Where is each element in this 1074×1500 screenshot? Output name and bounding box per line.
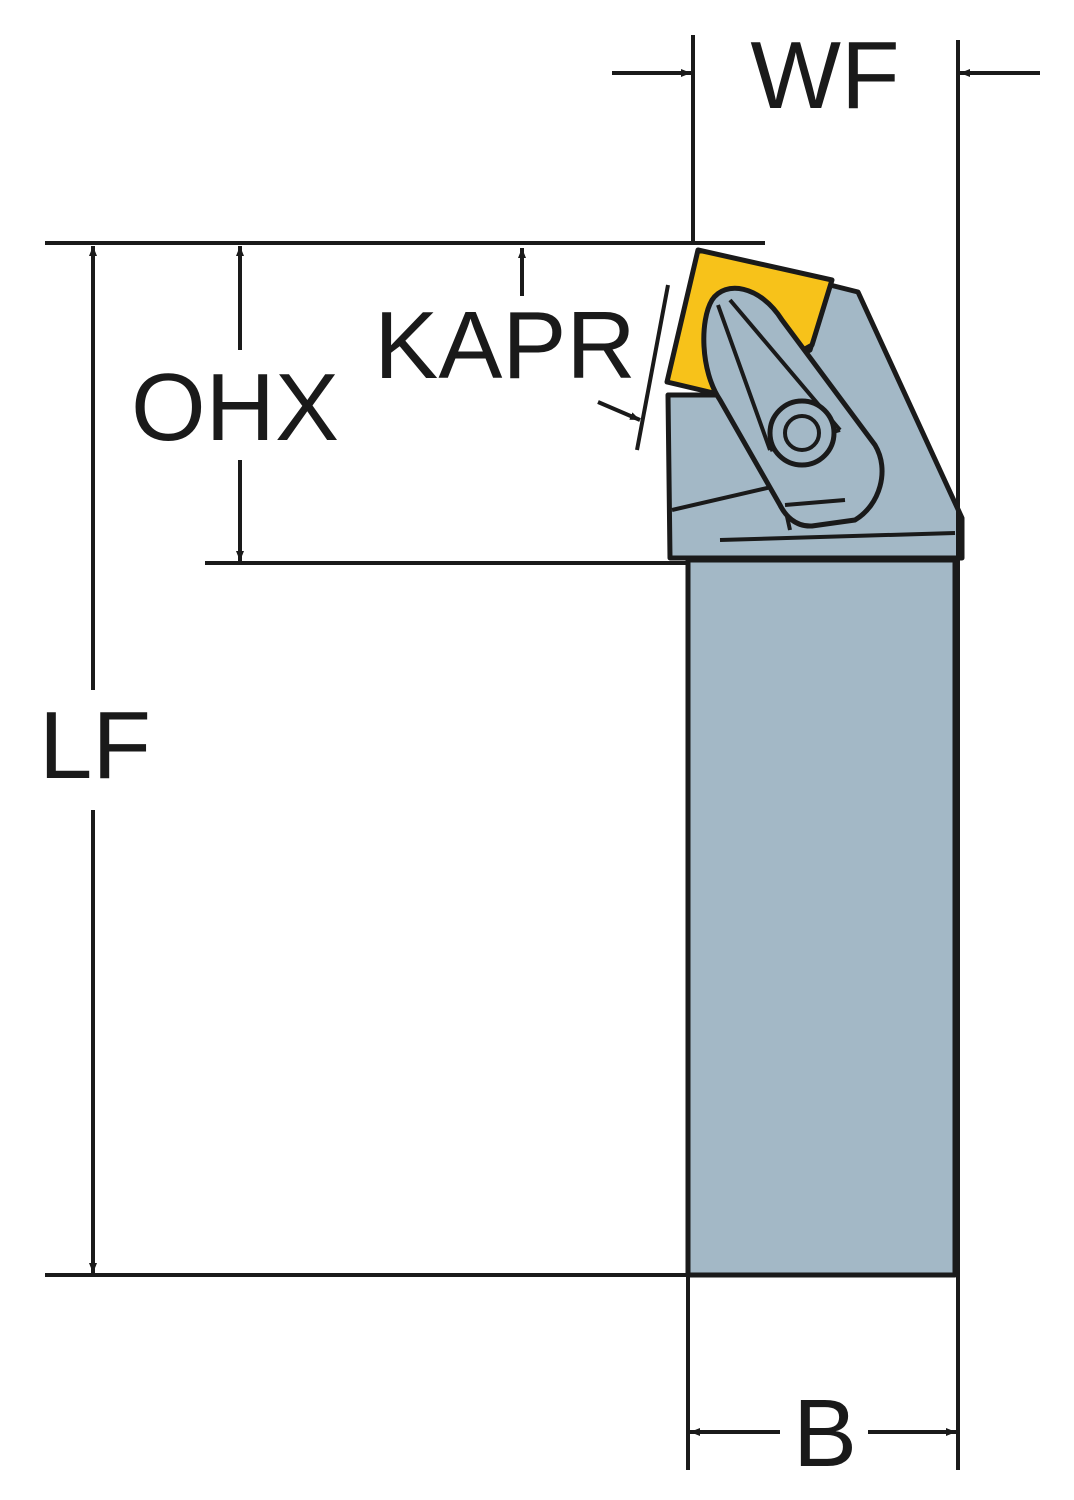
- kapr-label: KAPR: [374, 292, 635, 399]
- head-edge-line: [719, 531, 956, 542]
- clamp: [701, 285, 885, 529]
- lf-label: LF: [39, 692, 151, 799]
- torx-screw-icon: [783, 414, 821, 452]
- b-label: B: [793, 1380, 857, 1487]
- kapr-angle-line: [635, 284, 670, 451]
- kapr-angle-arrow: [597, 400, 641, 422]
- wf-label: WF: [750, 22, 899, 129]
- shank: [685, 557, 958, 1278]
- ohx-label: OHX: [131, 354, 339, 461]
